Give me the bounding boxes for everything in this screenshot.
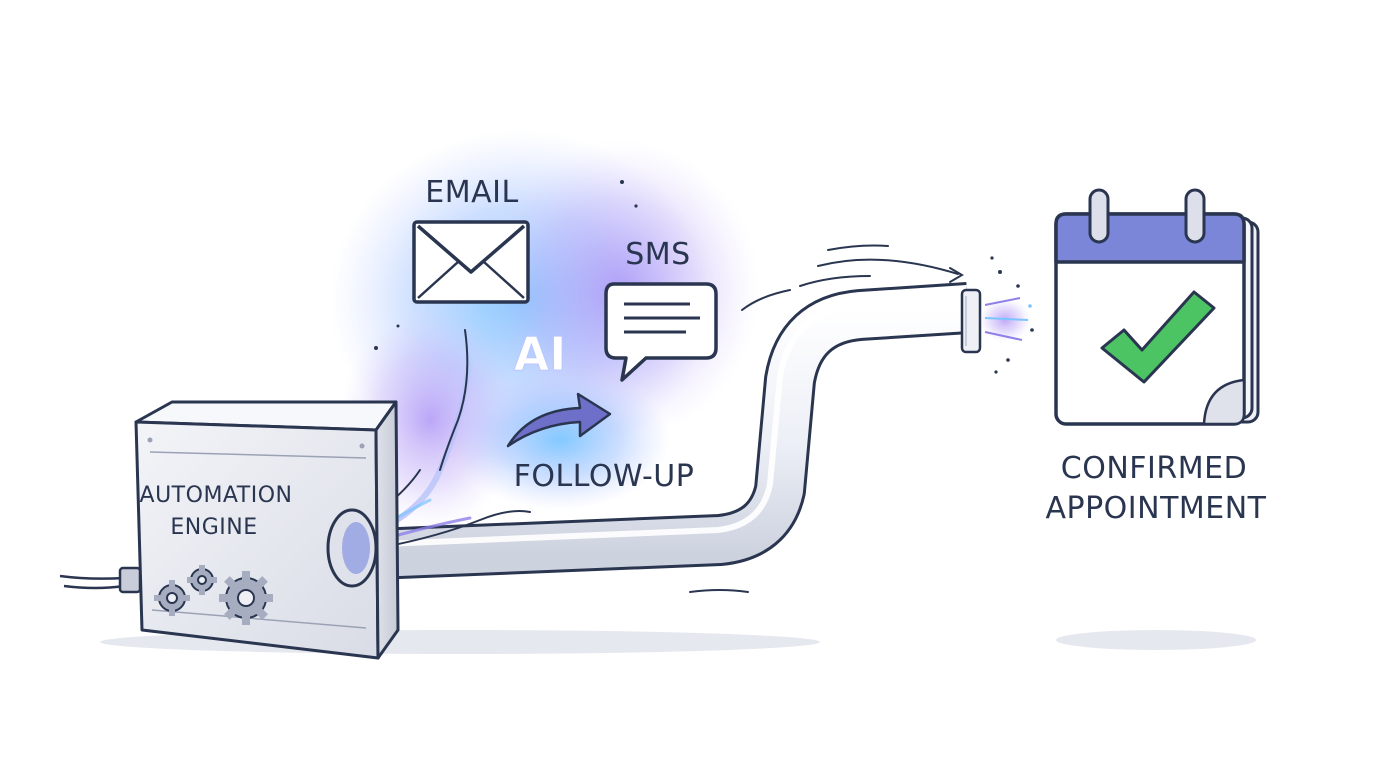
email-label: EMAIL <box>425 175 518 210</box>
envelope-icon <box>412 220 530 304</box>
sparkle-dots <box>374 180 638 350</box>
follow-up-label: FOLLOW-UP <box>514 459 695 494</box>
ground-shadow-calendar <box>1056 630 1256 650</box>
engine-label-line1: AUTOMATION <box>140 483 293 508</box>
ai-label: AI <box>514 327 567 381</box>
calendar-check-icon <box>1054 188 1260 426</box>
engine-label-line2: ENGINE <box>170 515 257 540</box>
result-label-line2: APPOINTMENT <box>1045 491 1266 526</box>
spray-particles <box>979 256 1034 374</box>
chat-bubble-icon <box>604 282 718 382</box>
result-label-line1: CONFIRMED <box>1061 451 1247 486</box>
automation-engine <box>59 400 400 660</box>
curved-arrow-icon <box>506 392 612 448</box>
gear-icon <box>154 565 273 625</box>
pipe <box>348 282 982 581</box>
sms-label: SMS <box>625 237 690 272</box>
